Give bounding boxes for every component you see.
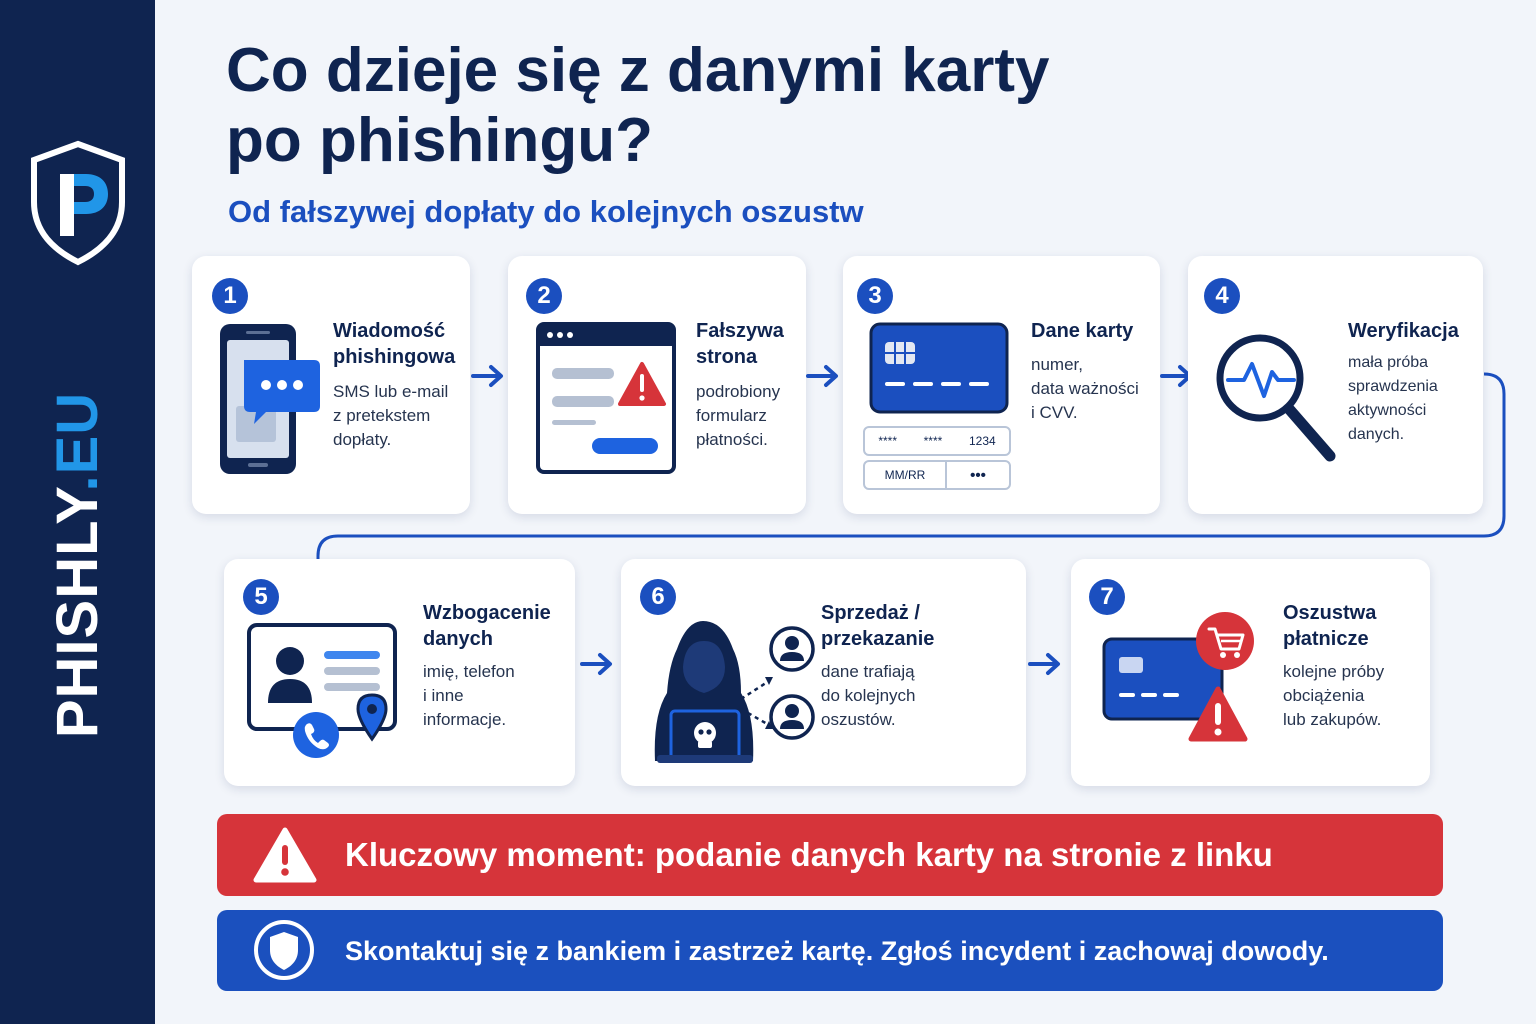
step-number-badge: 1 (212, 278, 248, 314)
key-moment-alert-banner: Kluczowy moment: podanie danych karty na… (217, 814, 1443, 896)
advice-banner: Skontaktuj się z bankiem i zastrzeż kart… (217, 910, 1443, 991)
step-card-3: 3 **** **** 1234 MM/RR ••• Dane karty nu… (843, 256, 1160, 514)
step-number-badge: 5 (243, 579, 279, 615)
alert-banner-text: Kluczowy moment: podanie danych karty na… (345, 836, 1273, 873)
shield-logo-icon (31, 140, 125, 266)
step-number-badge: 4 (1204, 278, 1240, 314)
step-title: Dane karty (1031, 320, 1134, 342)
smartphone-chat-icon (220, 324, 320, 474)
card-cvv-value: ••• (970, 466, 986, 484)
step-number-badge: 3 (857, 278, 893, 314)
flow-arrow-icon (1028, 653, 1060, 675)
card-expiry-value: MM/RR (884, 468, 926, 482)
card-number-part: **** (878, 434, 897, 448)
magnifier-pulse-icon (1216, 334, 1336, 462)
step-number-badge: 6 (640, 579, 676, 615)
hacker-laptop-icon (654, 621, 815, 763)
page-subtitle: Od fałszywej dopłaty do kolejnych oszust… (228, 194, 864, 229)
card-number-part: 1234 (968, 434, 996, 448)
flow-arrow-icon (806, 365, 838, 387)
brand-name: PHISHLY.EU (45, 391, 110, 739)
advice-banner-text: Skontaktuj się z bankiem i zastrzeż kart… (345, 935, 1329, 966)
card-number-field: **** **** 1234 (863, 426, 1011, 456)
step-number-badge: 7 (1089, 579, 1125, 615)
card-number-part: **** (923, 434, 943, 448)
flow-arrow-icon (580, 653, 612, 675)
card-cart-warning-icon (1102, 612, 1254, 742)
step-title: Weryfikacja (1348, 320, 1459, 342)
id-card-phone-location-icon (247, 623, 397, 758)
step-number-badge: 2 (526, 278, 562, 314)
credit-card-icon (869, 322, 1009, 414)
shield-icon (254, 920, 314, 980)
flow-arrow-icon (471, 365, 503, 387)
step-title: Sprzedaż /przekazanie (821, 602, 935, 650)
page-title: Co dzieje się z danymi karty po phishing… (226, 36, 1050, 175)
warning-triangle-icon (253, 827, 317, 883)
fake-website-warning-icon (536, 322, 676, 474)
sidebar: PHISHLY.EU (0, 0, 155, 1024)
card-expiry-cvv-field: MM/RR ••• (863, 460, 1011, 490)
